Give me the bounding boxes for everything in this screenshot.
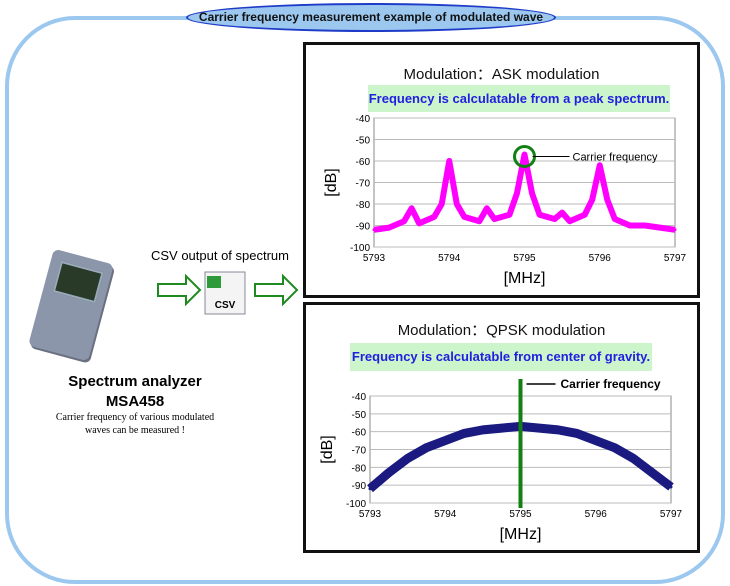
csv-output-label: CSV output of spectrum bbox=[150, 248, 289, 263]
data-point bbox=[500, 426, 504, 430]
qpsk-chart-panel: Modulation：QPSK modulation Frequency is … bbox=[303, 302, 700, 553]
data-point bbox=[643, 224, 647, 227]
data-point bbox=[447, 159, 451, 163]
y-tick-label: -40 bbox=[352, 392, 367, 403]
data-point bbox=[462, 431, 466, 435]
data-point bbox=[631, 456, 635, 460]
y-tick-label: -70 bbox=[352, 446, 367, 457]
data-point bbox=[650, 471, 654, 475]
y-tick-label: -40 bbox=[356, 114, 371, 125]
device-model: MSA458 bbox=[105, 393, 165, 410]
x-tick-label: 5796 bbox=[585, 509, 608, 520]
x-tick-label: 5793 bbox=[363, 253, 386, 264]
csv-icon-text: CSV bbox=[215, 300, 236, 311]
data-point bbox=[553, 217, 557, 221]
data-point bbox=[628, 224, 632, 227]
x-axis-label: [MHz] bbox=[500, 526, 542, 543]
data-point bbox=[485, 206, 489, 210]
data-point bbox=[583, 213, 587, 217]
data-point bbox=[673, 228, 677, 232]
data-point bbox=[538, 213, 542, 217]
y-tick-label: -50 bbox=[352, 410, 367, 421]
y-tick-label: -100 bbox=[350, 243, 370, 254]
ask-chart-panel: Modulation：ASK modulation Frequency is c… bbox=[303, 42, 700, 298]
y-tick-label: -90 bbox=[352, 481, 367, 492]
y-tick-label: -50 bbox=[356, 136, 371, 147]
device-name: Spectrum analyzer bbox=[68, 373, 202, 390]
y-tick-label: -60 bbox=[356, 157, 371, 168]
y-tick-label: -80 bbox=[356, 200, 371, 211]
chart-title: Modulation：ASK modulation bbox=[403, 66, 600, 83]
description: waves can be measured ! bbox=[85, 425, 185, 436]
y-axis-label: [dB] bbox=[319, 435, 336, 463]
arrow-right-icon bbox=[157, 273, 202, 307]
data-point bbox=[605, 198, 609, 202]
chart-title: Modulation：QPSK modulation bbox=[397, 322, 606, 339]
data-point bbox=[568, 219, 572, 223]
data-point bbox=[443, 439, 447, 443]
data-point bbox=[507, 213, 511, 217]
data-point bbox=[455, 202, 459, 206]
y-tick-label: -60 bbox=[352, 428, 367, 439]
data-point bbox=[590, 198, 594, 202]
x-axis-label: [MHz] bbox=[504, 270, 546, 287]
y-tick-label: -70 bbox=[356, 179, 371, 190]
csv-file-icon bbox=[204, 271, 246, 315]
description: Carrier frequency of various modulated bbox=[55, 412, 215, 423]
x-tick-label: 5797 bbox=[664, 253, 687, 264]
data-point bbox=[515, 191, 519, 195]
data-point bbox=[556, 428, 560, 432]
series-line bbox=[373, 151, 676, 233]
y-tick-label: -80 bbox=[352, 463, 367, 474]
data-point bbox=[406, 456, 410, 460]
data-point bbox=[440, 202, 444, 206]
y-tick-label: -100 bbox=[346, 499, 366, 510]
data-point bbox=[598, 163, 602, 167]
x-tick-label: 5795 bbox=[509, 509, 532, 520]
x-tick-label: 5796 bbox=[589, 253, 612, 264]
data-point bbox=[462, 215, 466, 219]
data-point bbox=[481, 428, 485, 432]
data-point bbox=[387, 226, 391, 230]
page-title: Carrier frequency measurement example of… bbox=[186, 3, 556, 32]
y-tick-label: -90 bbox=[356, 222, 371, 233]
arrow-right-icon bbox=[254, 273, 299, 307]
y-axis-label: [dB] bbox=[323, 168, 340, 196]
x-tick-label: 5795 bbox=[513, 253, 536, 264]
data-point bbox=[477, 219, 481, 223]
data-point bbox=[575, 431, 579, 435]
annotation: Carrier frequency bbox=[561, 377, 661, 391]
data-point bbox=[492, 217, 496, 221]
data-point bbox=[432, 215, 436, 219]
data-point bbox=[368, 487, 372, 491]
data-point bbox=[387, 471, 391, 475]
x-tick-label: 5794 bbox=[438, 253, 461, 264]
data-point bbox=[424, 446, 428, 450]
data-point bbox=[594, 439, 598, 443]
annotation: Carrier frequency bbox=[573, 152, 658, 164]
data-point bbox=[537, 426, 541, 430]
data-point bbox=[530, 191, 534, 195]
data-point bbox=[372, 228, 376, 232]
chart-note: Frequency is calculatable from center of… bbox=[350, 343, 652, 371]
data-point bbox=[560, 211, 564, 215]
data-point bbox=[410, 206, 414, 210]
chart-note: Frequency is calculatable from a peak sp… bbox=[368, 85, 670, 112]
x-tick-label: 5797 bbox=[660, 509, 683, 520]
data-point bbox=[669, 485, 673, 489]
data-point bbox=[613, 446, 617, 450]
data-point bbox=[658, 226, 662, 230]
x-tick-label: 5793 bbox=[359, 509, 382, 520]
data-point bbox=[402, 219, 406, 223]
x-tick-label: 5794 bbox=[434, 509, 457, 520]
data-point bbox=[613, 217, 617, 221]
data-point bbox=[523, 153, 526, 157]
data-point bbox=[417, 221, 421, 225]
csv-flow: CSV bbox=[157, 271, 299, 315]
